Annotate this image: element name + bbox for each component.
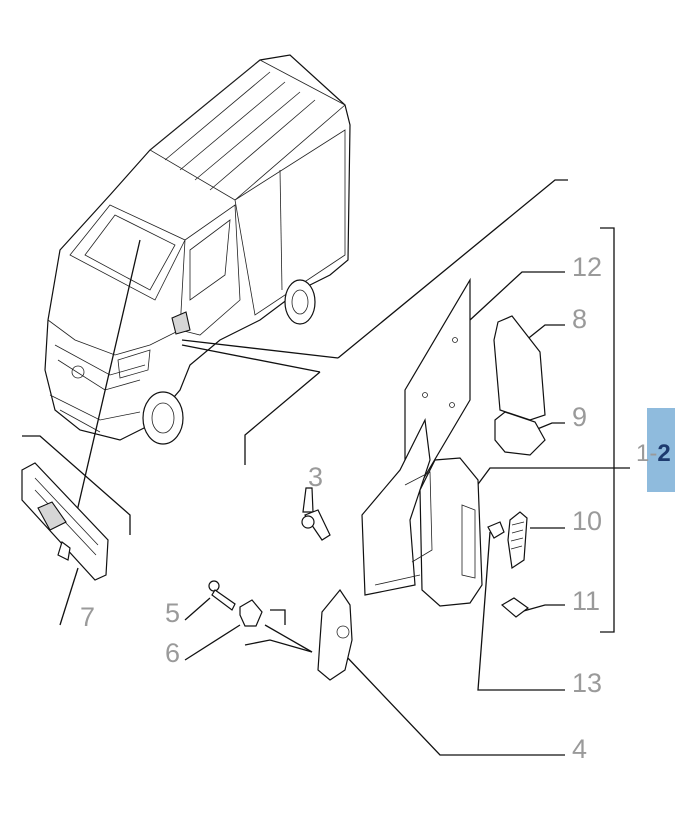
group-tab-number-1: 1 xyxy=(636,440,650,467)
mirror-glass-lower xyxy=(494,411,546,456)
callout-9: 9 xyxy=(572,402,587,432)
bolt xyxy=(208,580,236,611)
callout-13: 13 xyxy=(572,668,602,698)
clip xyxy=(500,597,530,618)
callout-12: 12 xyxy=(572,252,602,282)
callout-6: 6 xyxy=(165,638,180,668)
group-tab-number-2: 2 xyxy=(657,440,671,467)
cap-nut xyxy=(239,599,263,627)
interior-mirror xyxy=(21,462,109,581)
mirror-cover xyxy=(317,588,353,681)
callout-7: 7 xyxy=(80,602,95,632)
indicator-lens xyxy=(507,511,528,570)
mirror-glass-upper xyxy=(493,315,546,421)
callout-3: 3 xyxy=(308,462,323,492)
callout-11: 11 xyxy=(572,586,600,616)
van-illustration xyxy=(44,54,351,445)
bulb-holder xyxy=(487,521,505,539)
callout-8: 8 xyxy=(572,304,587,334)
group-tab-label: 1-2 xyxy=(636,440,671,467)
callout-4: 4 xyxy=(572,734,587,764)
callout-5: 5 xyxy=(165,598,180,628)
mirror-assembly xyxy=(361,417,483,607)
screw xyxy=(301,487,331,541)
group-tab[interactable] xyxy=(647,408,675,492)
callout-10: 10 xyxy=(572,506,602,536)
